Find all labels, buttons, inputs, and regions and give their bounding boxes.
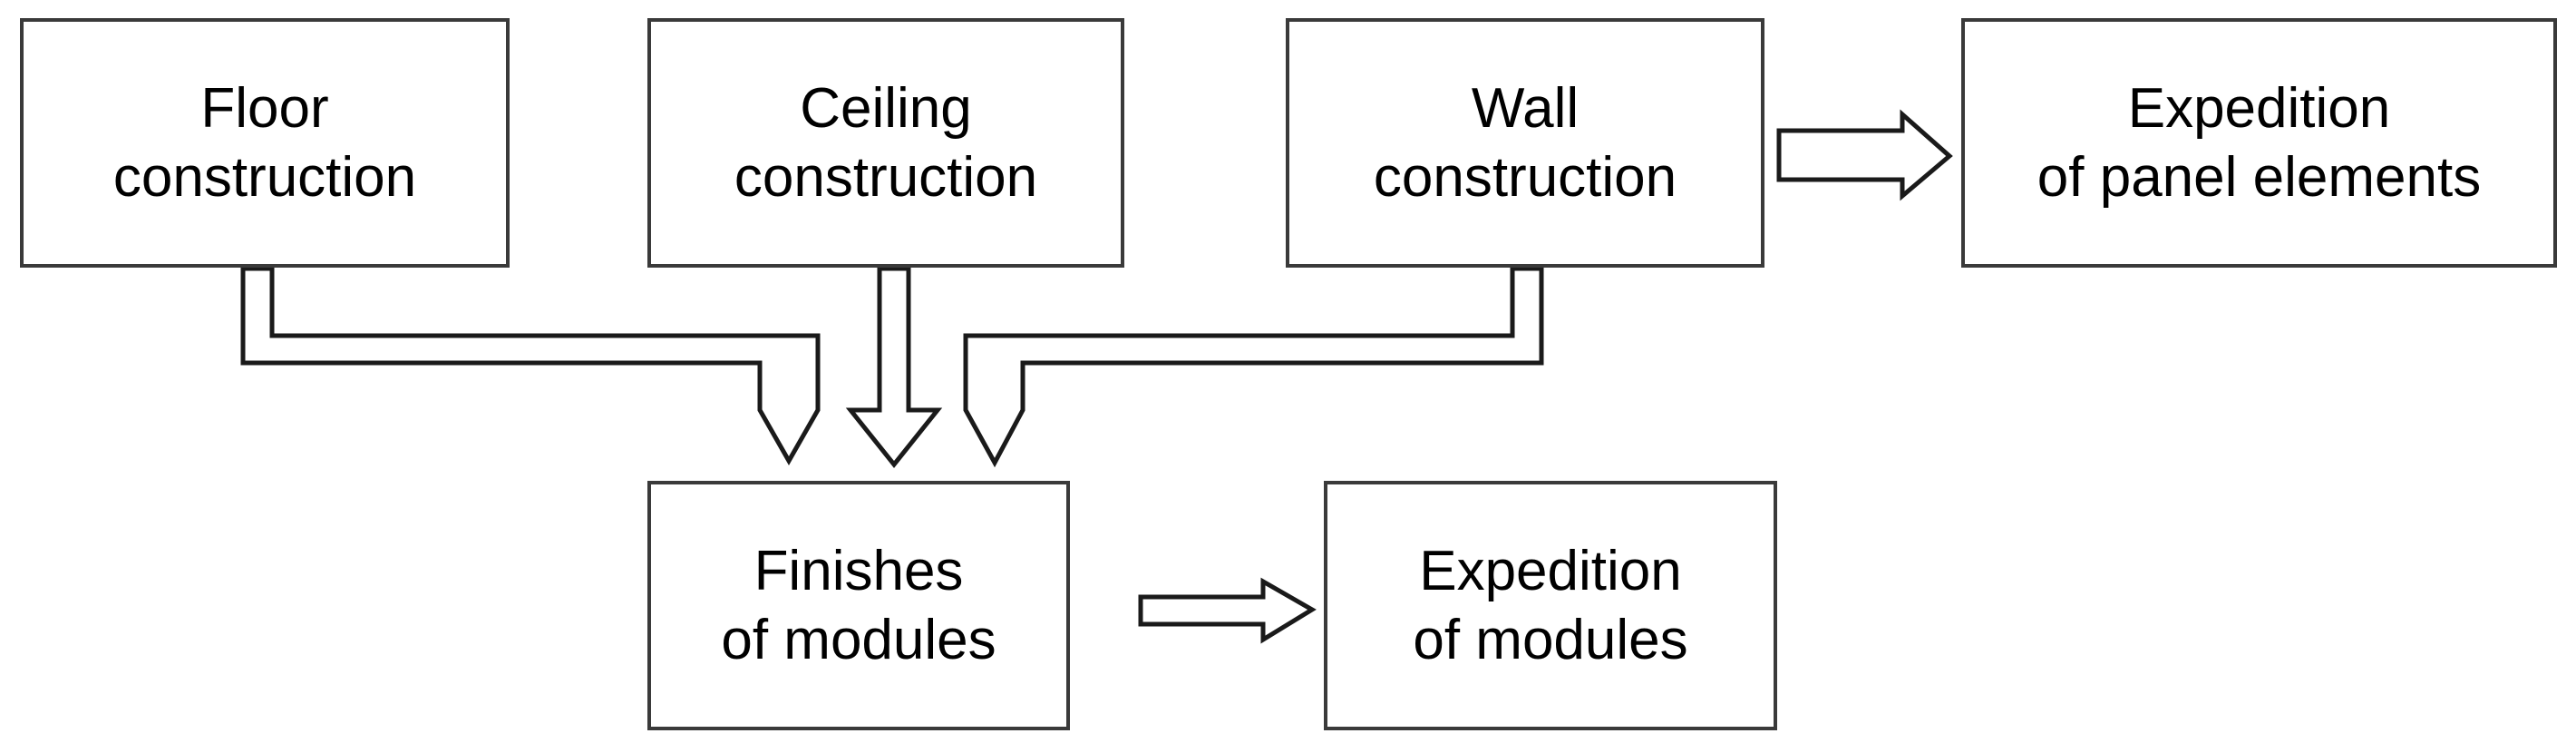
node-floor-construction[interactable]: Floor construction [20, 18, 510, 268]
arrow-finishes-to-expedition-modules [1138, 577, 1317, 644]
arrow-ceiling-to-finishes [845, 266, 943, 469]
node-finishes-of-modules[interactable]: Finishes of modules [647, 481, 1070, 730]
node-label-finishes-of-modules: Finishes of modules [721, 539, 996, 671]
arrow-wall-to-finishes [963, 266, 1544, 468]
node-wall-construction[interactable]: Wall construction [1286, 18, 1764, 268]
node-label-expedition-of-panel-elements: Expedition of panel elements [2036, 76, 2482, 209]
node-label-wall-construction: Wall construction [1373, 76, 1677, 209]
arrow-wall-to-expedition-panels [1776, 109, 1953, 201]
node-expedition-of-modules[interactable]: Expedition of modules [1324, 481, 1777, 730]
node-expedition-of-panel-elements[interactable]: Expedition of panel elements [1961, 18, 2557, 268]
node-ceiling-construction[interactable]: Ceiling construction [647, 18, 1124, 268]
node-label-expedition-of-modules: Expedition of modules [1413, 539, 1688, 671]
node-label-ceiling-construction: Ceiling construction [734, 76, 1038, 209]
arrow-floor-to-finishes [240, 266, 821, 466]
node-label-floor-construction: Floor construction [112, 76, 417, 209]
